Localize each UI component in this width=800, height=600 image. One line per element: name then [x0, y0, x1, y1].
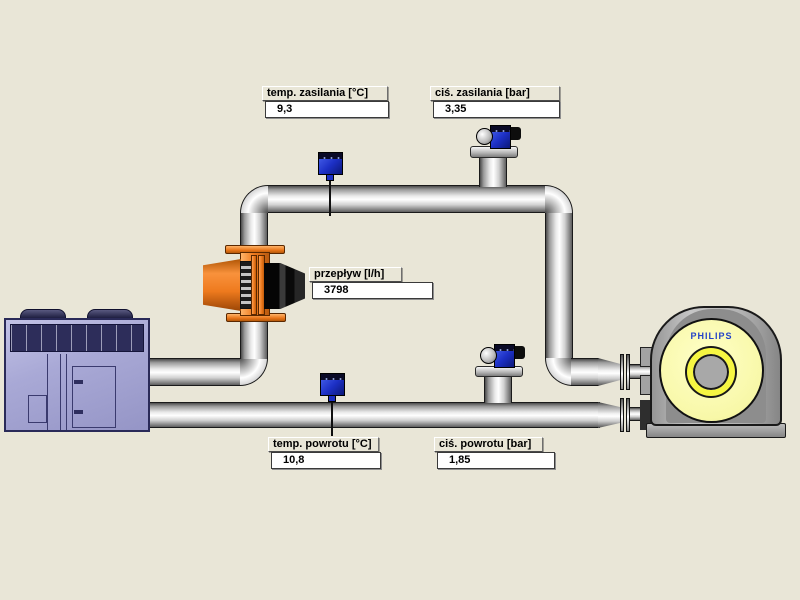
scanner-brand-label: PHILIPS [690, 331, 733, 341]
pipe-flange-supply-a [620, 354, 624, 390]
pipe-reducer-supply [598, 358, 621, 386]
pressure-sensor-return-head [494, 344, 515, 368]
chiller-door-handle [74, 380, 83, 384]
pressure-sensor-supply-head [490, 125, 511, 149]
temp-sensor-supply-neck [326, 174, 334, 181]
pipe-elbow-top-left [240, 185, 268, 213]
pipe-elbow-top-right [545, 185, 573, 213]
pressure-sensor-return-cap [512, 346, 525, 359]
chiller-access-panel [28, 395, 47, 423]
pipe-flange-return-b [626, 398, 630, 432]
chiller-panel-divider [47, 354, 48, 430]
pressure-tap-return [484, 375, 512, 403]
flow-label: przepływ [l/h] [309, 267, 402, 282]
pump-flange-plate-b [258, 255, 265, 315]
supply-temp-label: temp. zasilania [°C] [262, 86, 388, 101]
sensor-terminal-strip [491, 126, 510, 132]
pipe-flange-return-a [620, 398, 624, 432]
return-temp-value: 10,8 [271, 452, 381, 469]
pipe-elbow-riser-bottom [240, 358, 268, 386]
chiller-panel-divider [66, 354, 67, 430]
temp-sensor-return-probe [331, 395, 333, 436]
pipe-supply-top-header [268, 185, 545, 213]
scanner-bore-ring [687, 348, 735, 396]
pump-motor [203, 259, 241, 311]
chiller-door-handle [74, 410, 83, 414]
pipe-reducer-return [598, 402, 621, 428]
chiller-condenser-grille [10, 324, 144, 352]
pipe-elbow-scanner-supply [545, 358, 573, 386]
sensor-terminal-strip [321, 374, 344, 380]
pressure-sensor-supply-knob [476, 128, 493, 145]
temp-sensor-return-head [320, 373, 345, 396]
pipe-flange-supply-b [626, 354, 630, 390]
pipe-return-header [148, 402, 600, 428]
temp-sensor-supply-head [318, 152, 343, 175]
supply-temp-value: 9,3 [265, 101, 389, 118]
return-pressure-value: 1,85 [437, 452, 555, 469]
sensor-terminal-strip [319, 153, 342, 159]
supply-pressure-value: 3,35 [433, 101, 560, 118]
chiller-door [72, 366, 116, 428]
return-temp-label: temp. powrotu [°C] [268, 437, 379, 452]
pipe-supply-to-reducer [571, 358, 599, 386]
sensor-terminal-strip [495, 345, 514, 351]
pressure-sensor-return-knob [480, 347, 497, 364]
pressure-sensor-supply-cap [508, 127, 521, 140]
return-pressure-label: ciś. powrotu [bar] [434, 437, 543, 452]
chiller-panel-divider [60, 354, 61, 430]
temp-sensor-return-neck [328, 395, 336, 402]
pump-shaft-cone [264, 262, 305, 310]
pump-flange-plate-a [251, 255, 257, 315]
pipe-supply-downcomer [545, 213, 573, 359]
pipe-supply-chiller-outlet [148, 358, 240, 386]
temp-sensor-supply-probe [329, 179, 331, 216]
pressure-tap-supply [479, 157, 507, 187]
flow-value: 3798 [312, 282, 433, 299]
supply-pressure-label: ciś. zasilania [bar] [430, 86, 560, 101]
